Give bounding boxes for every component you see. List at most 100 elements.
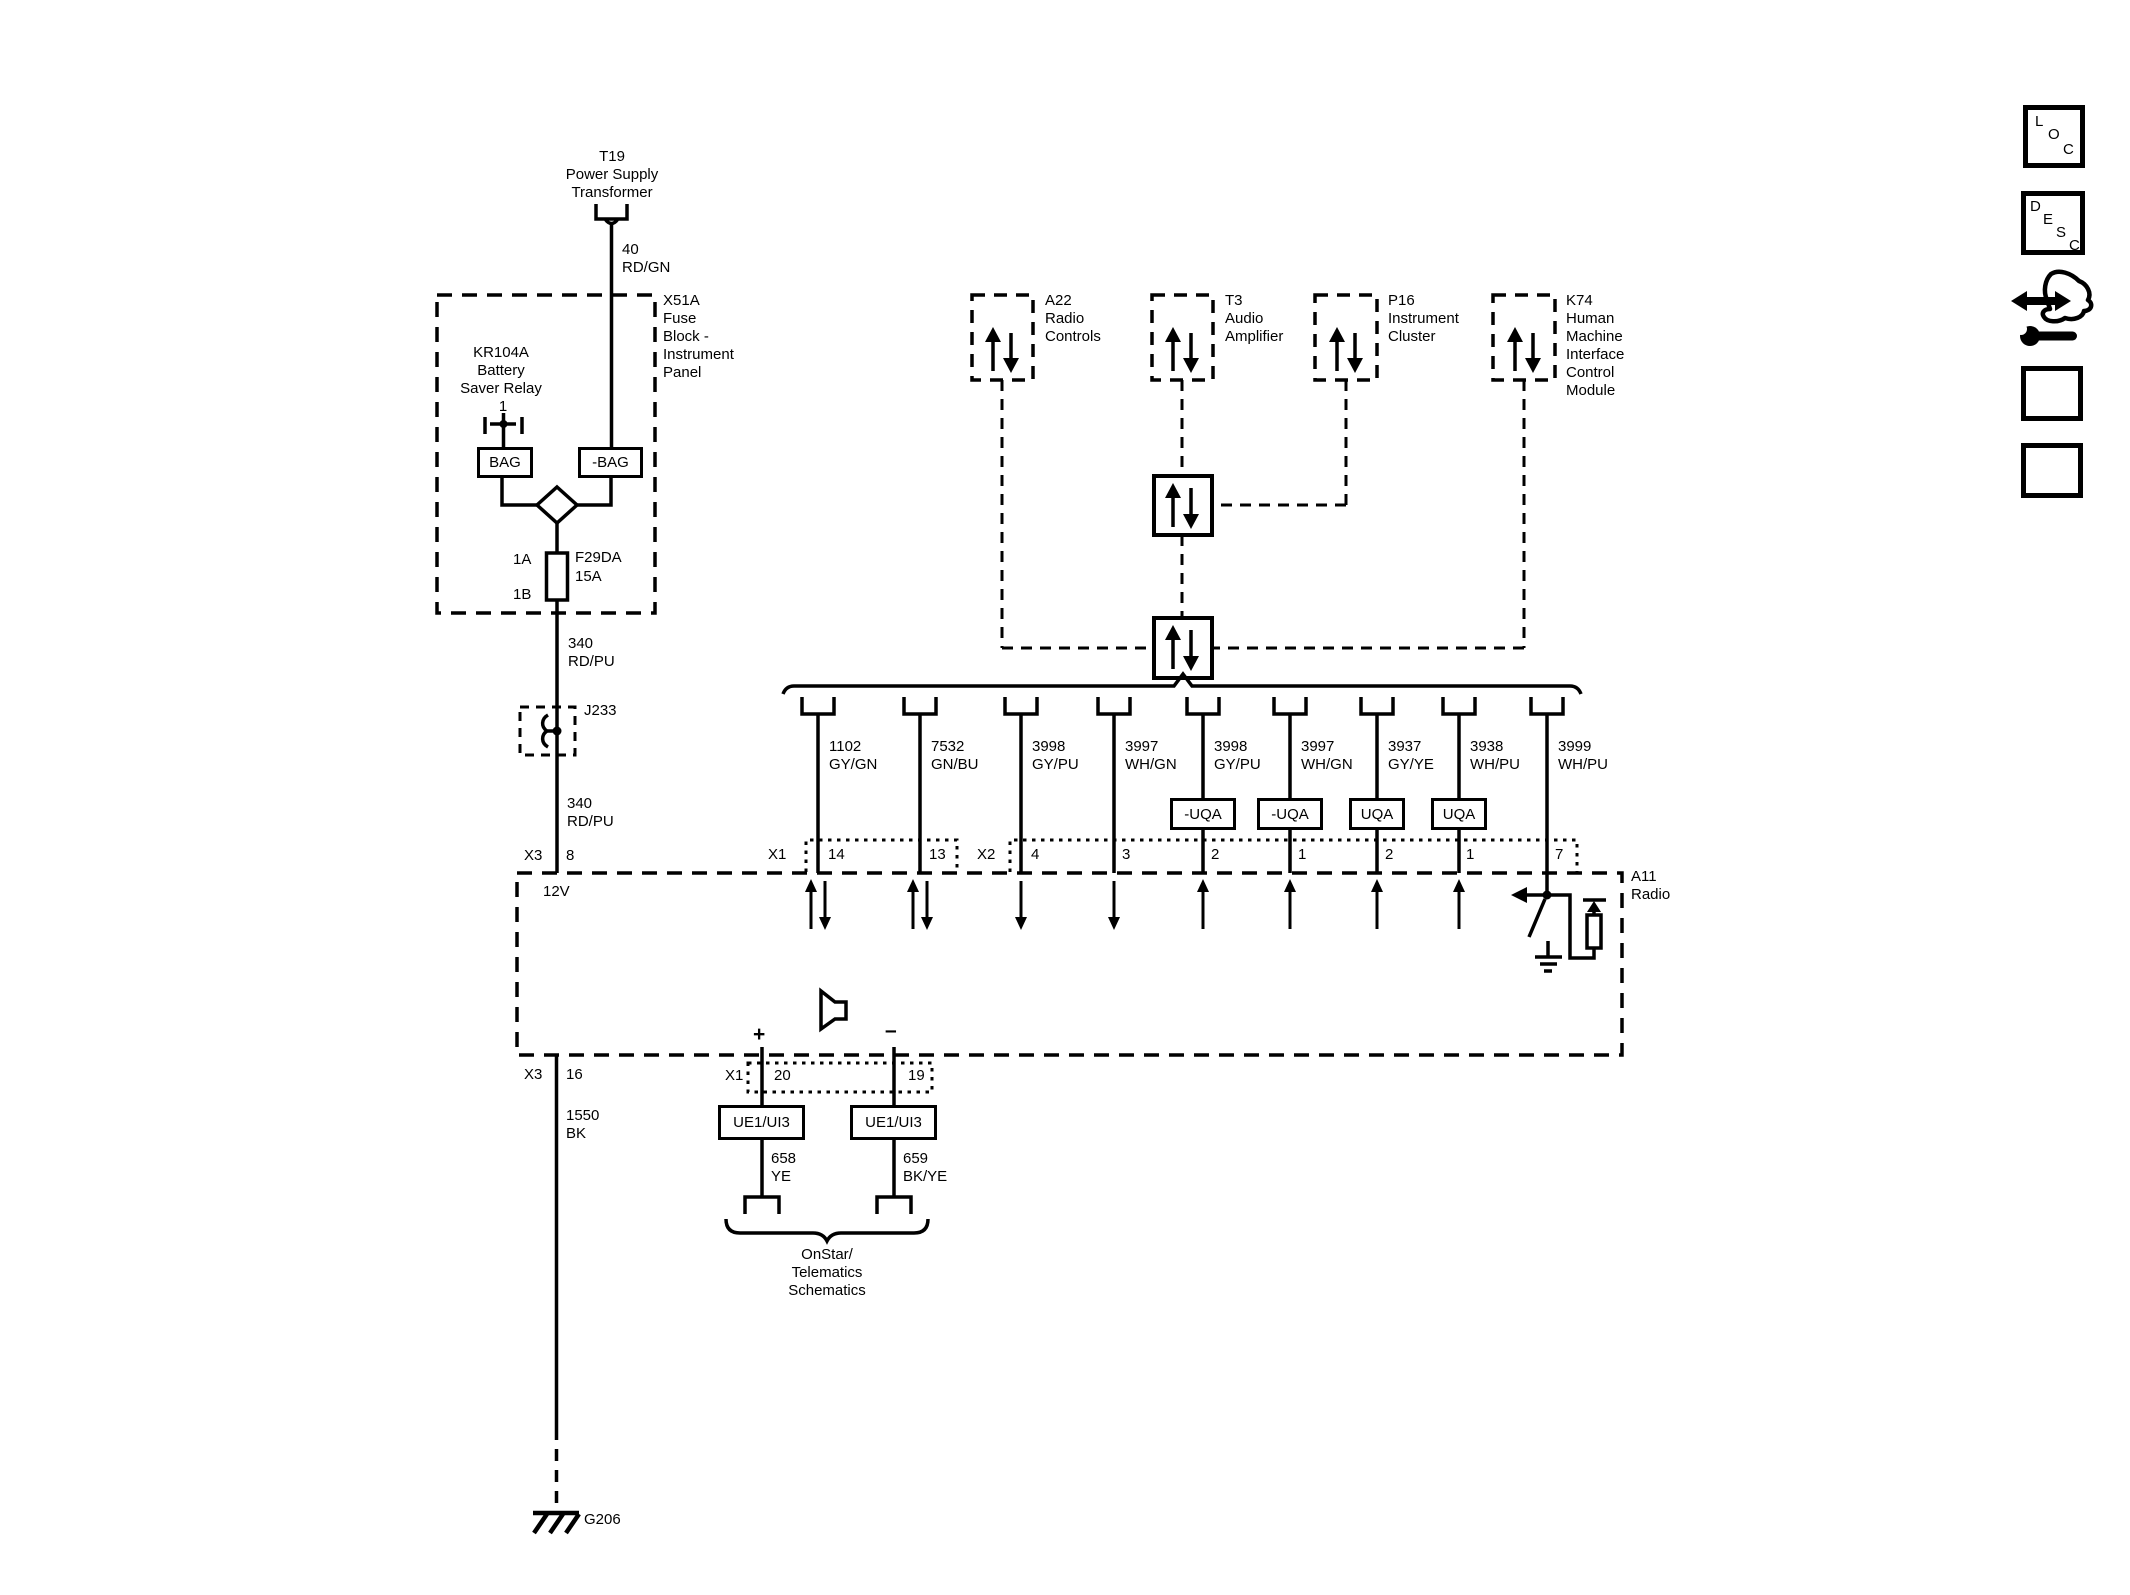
desc-letter-c: C [2069, 237, 2080, 254]
k74-name-1: Human [1566, 310, 1615, 327]
fuse-id: F29DA [575, 549, 622, 566]
speaker-wires [760, 1047, 896, 1197]
desc-button[interactable]: D E S C [2021, 191, 2085, 255]
fuse-block-name-4: Panel [663, 364, 702, 381]
g206-ground-icon [532, 1510, 581, 1535]
fuse-block-name-1: Fuse [663, 310, 697, 327]
t19-terminal-icon [594, 204, 629, 226]
desc-letter-s: S [2056, 224, 2067, 241]
wire-label: WH/PU [1558, 756, 1608, 773]
k74-name-3: Interface [1566, 346, 1625, 363]
wire-label: WH/GN [1301, 756, 1353, 773]
pin-label: 13 [929, 846, 946, 863]
pin-label: 3 [1122, 846, 1131, 863]
speaker-plus: + [753, 1023, 766, 1046]
a22-name-1: Radio [1045, 310, 1085, 327]
prev-page-button[interactable] [2021, 443, 2083, 498]
a22-boundary [970, 293, 1035, 382]
module-serial-data-arrows-icon [991, 333, 1535, 371]
bus-terminal-cups-icon [800, 697, 1565, 716]
pin-20: 20 [774, 1067, 791, 1084]
relay-coil-terminal-icon [483, 413, 524, 447]
wire-label: GY/PU [1214, 756, 1261, 773]
x3-connector-top: X3 [524, 847, 543, 864]
k74-boundary [1491, 293, 1557, 382]
fuse-f29da-icon [544, 551, 570, 602]
pin-19: 19 [908, 1067, 925, 1084]
option-box-uqa-2: -UQA [1257, 798, 1323, 830]
wire-label: WH/GN [1125, 756, 1177, 773]
pin-label: 4 [1031, 846, 1040, 863]
t3-id: T3 [1225, 292, 1243, 309]
p16-name-2: Cluster [1388, 328, 1436, 345]
x1-strip [804, 838, 959, 872]
relay-name-1: Battery [477, 362, 525, 379]
pin-label: 2 [1211, 846, 1220, 863]
k74-name-4: Control [1566, 364, 1615, 381]
next-page-button[interactable] [2021, 366, 2083, 421]
pin-16: 16 [566, 1066, 583, 1083]
onstar-brace [724, 1218, 930, 1245]
onstar-terminal-cups-icon [743, 1195, 913, 1214]
k74-name-2: Machine [1566, 328, 1623, 345]
splice-j233-icon [518, 705, 577, 757]
wire-label: 3938 [1470, 738, 1504, 755]
t3-name-2: Amplifier [1225, 328, 1284, 345]
wire-659-color: BK/YE [903, 1168, 948, 1185]
transformer-terminal-box: -BAG [578, 447, 643, 478]
connector-x1-label: X1 [768, 846, 787, 863]
connector-x1-bottom: X1 [725, 1067, 744, 1084]
wire-label: 1102 [829, 738, 862, 755]
fuse-pin-top: 1A [513, 551, 532, 568]
desc-letter-e: E [2043, 211, 2054, 228]
fuse-block-name-3: Instrument [663, 346, 734, 363]
wire-label: GY/GN [829, 756, 878, 773]
k74-name-5: Module [1566, 382, 1616, 399]
serial-data-links [1000, 380, 1526, 650]
wire-label: 3998 [1032, 738, 1066, 755]
onstar-note-3: Schematics [788, 1282, 866, 1299]
wire-658-circuit: 658 [771, 1150, 797, 1167]
t19-name-2: Transformer [571, 184, 653, 201]
x1-bottom-strip [746, 1061, 934, 1094]
fuse-pin-bottom: 1B [513, 586, 532, 603]
speaker-icon [819, 987, 848, 1033]
wire-340a-circuit: 340 [568, 635, 594, 652]
connector-repair-icon[interactable] [2011, 269, 2094, 346]
loc-button[interactable]: L O C [2023, 105, 2085, 168]
option-box-uqa-1: -UQA [1170, 798, 1236, 830]
loc-letter-c: C [2063, 141, 2074, 158]
connector-x2-label: X2 [977, 846, 996, 863]
fuse-block-boundary [435, 293, 657, 615]
p16-id: P16 [1388, 292, 1415, 309]
option-box-uqa-4: UQA [1431, 798, 1487, 830]
bus-wires [816, 714, 1549, 895]
p16-boundary [1313, 293, 1379, 382]
serial-data-gateway-nodes [1152, 474, 1214, 680]
loc-letter-o: O [2048, 126, 2060, 143]
x2-strip [1008, 838, 1579, 872]
x3-connector-bottom: X3 [524, 1066, 543, 1083]
wire-340a-color: RD/PU [568, 653, 615, 670]
radio-name: Radio [1631, 886, 1671, 903]
pin-label: 7 [1555, 846, 1564, 863]
a22-name-2: Controls [1045, 328, 1101, 345]
t3-boundary [1150, 293, 1215, 382]
onstar-note-2: Telematics [791, 1264, 863, 1281]
fuse-block-name-2: Block - [663, 328, 709, 345]
wire-label: GY/PU [1032, 756, 1079, 773]
wire-40-color: RD/GN [622, 259, 671, 276]
wire-1550-circuit: 1550 [566, 1107, 600, 1124]
pin-function-12v: 12V [543, 883, 570, 900]
wire-label: GY/YE [1388, 756, 1434, 773]
wire-label: 3997 [1125, 738, 1159, 755]
t3-name-1: Audio [1225, 310, 1264, 327]
pin-8: 8 [566, 847, 575, 864]
wire-659-circuit: 659 [903, 1150, 929, 1167]
t19-id: T19 [599, 148, 625, 165]
bus-brace [781, 671, 1583, 695]
wire-340b-circuit: 340 [567, 795, 593, 812]
module-arrowheads [985, 327, 1541, 373]
connector-strips [746, 838, 1579, 1094]
